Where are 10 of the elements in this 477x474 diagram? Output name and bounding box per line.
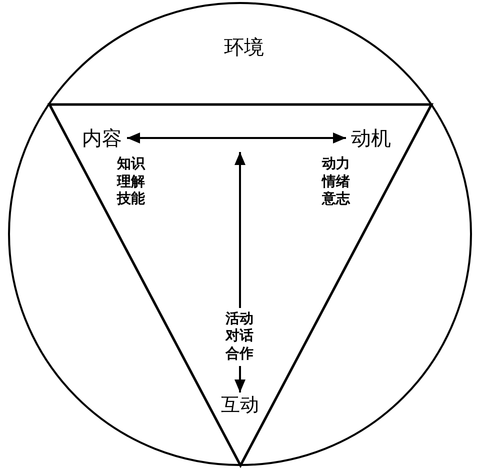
outer-circle (7, 1, 473, 467)
corner-label: 互动 (221, 396, 259, 414)
double-arrow (127, 132, 346, 144)
triangle (46, 102, 434, 468)
edge-label: 活动对话合作 (224, 308, 256, 366)
corner-label: 内容 (82, 128, 122, 148)
sub-label: 动力情绪意志 (322, 156, 352, 208)
corner-label: 动机 (351, 128, 391, 148)
heading: 环境 (224, 37, 264, 57)
sub-label: 知识理解技能 (117, 156, 146, 208)
